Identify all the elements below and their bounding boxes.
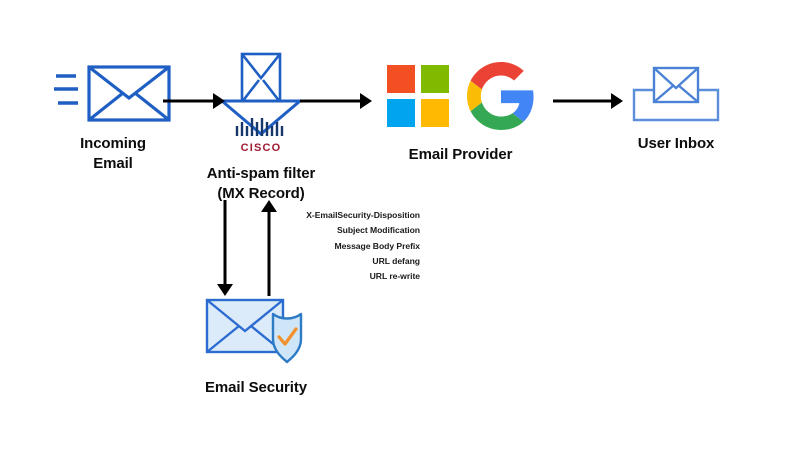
node-email-provider: Email Provider — [378, 62, 543, 165]
node-incoming-email: Incoming Email — [38, 62, 188, 174]
node-email-security: Email Security — [186, 294, 326, 398]
arrow-security-to-filter — [256, 198, 282, 296]
node-label-email-security: Email Security — [205, 379, 307, 396]
cisco-email-filter-icon: CISCO — [206, 52, 316, 154]
modification-item: Message Body Prefix — [334, 240, 421, 251]
node-label-email-provider: Email Provider — [408, 146, 513, 163]
modification-item: Subject Modification — [336, 225, 420, 236]
node-user-inbox: User Inbox — [610, 62, 742, 154]
node-label-incoming-email: Incoming Email — [80, 135, 146, 172]
email-provider-logos — [386, 62, 535, 135]
cisco-wordmark: CISCO — [240, 142, 282, 154]
modification-list: X-EmailSecurity-Disposition Subject Modi… — [286, 208, 420, 284]
arrow-filter-to-provider — [300, 88, 372, 114]
email-shield-check-icon — [203, 294, 309, 368]
modification-item: X-EmailSecurity-Disposition — [306, 210, 420, 220]
node-label-user-inbox: User Inbox — [637, 135, 715, 152]
modification-item: URL defang — [372, 255, 420, 266]
incoming-email-envelope-icon — [54, 62, 172, 124]
inbox-tray-envelope-icon — [628, 62, 724, 124]
microsoft-logo-icon — [386, 65, 449, 132]
arrow-incoming-to-filter — [163, 88, 225, 114]
node-label-antispam-filter: Anti-spam filter (MX Record) — [206, 165, 316, 202]
node-antispam-filter: CISCO Anti-spam filter (MX Record) — [196, 52, 326, 204]
modification-item: URL re-write — [369, 271, 420, 282]
google-logo-icon — [466, 62, 535, 135]
arrow-provider-to-inbox — [553, 88, 623, 114]
arrow-filter-to-security — [212, 200, 238, 296]
